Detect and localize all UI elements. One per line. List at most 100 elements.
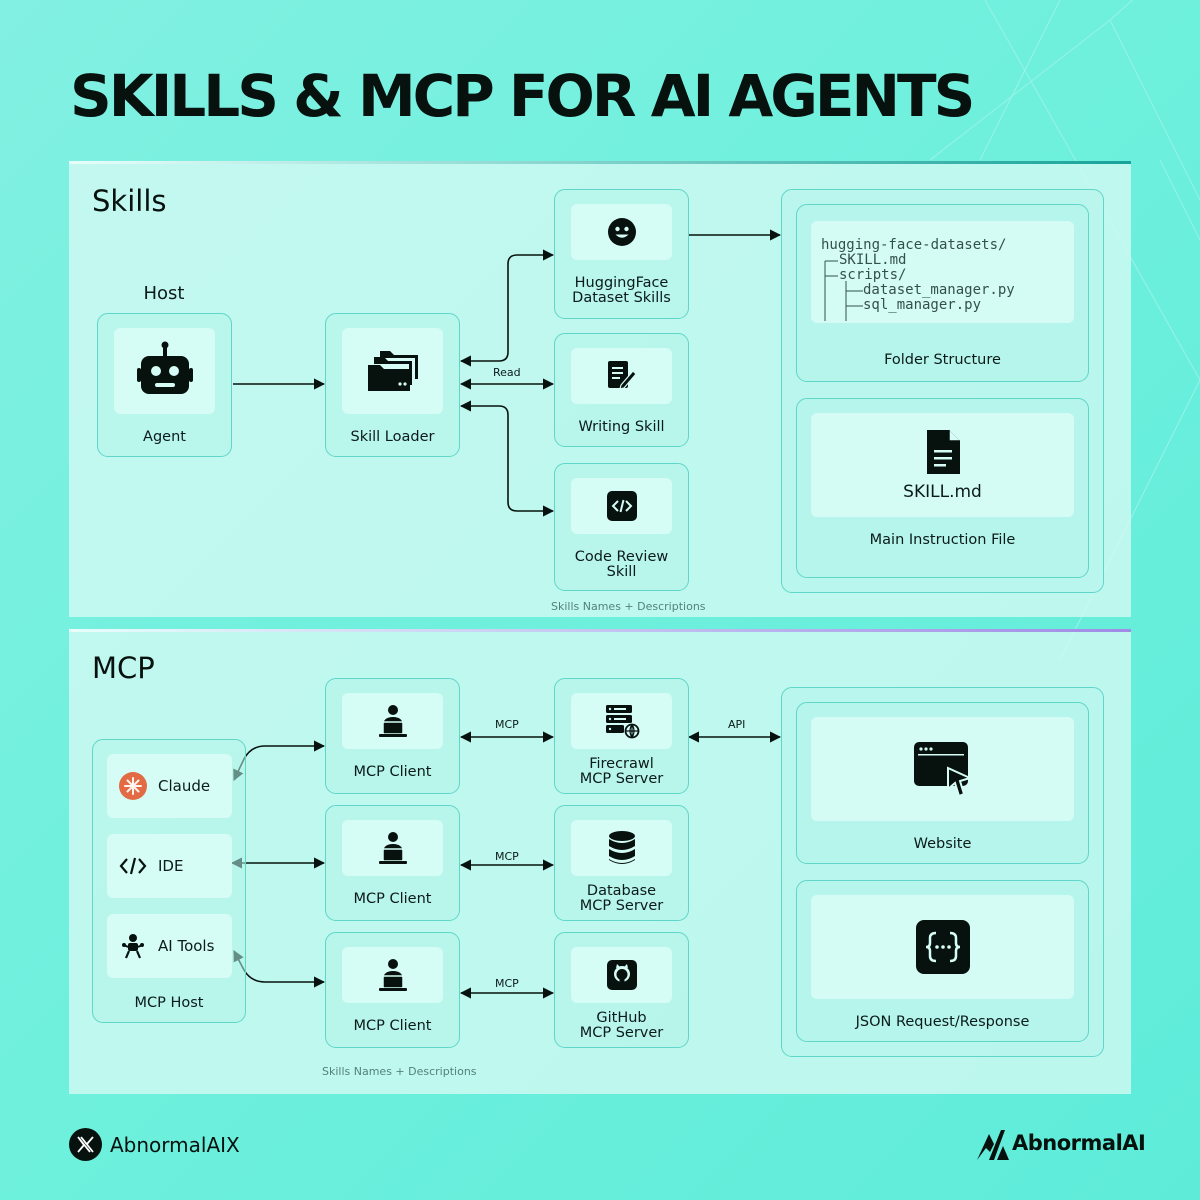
mcp-client-icon-box — [342, 820, 443, 876]
mcp-client-label: MCP Client — [353, 764, 432, 780]
json-icon-box — [811, 895, 1074, 999]
user-laptop-icon — [378, 705, 407, 737]
website-icon-box — [811, 717, 1074, 821]
firecrawl-icon-box — [571, 693, 672, 749]
tree-lines — [824, 260, 863, 321]
x-logo-icon[interactable] — [69, 1128, 102, 1161]
mcp-client-icon-box — [342, 947, 443, 1003]
firecrawl-server-card[interactable]: Firecrawl MCP Server — [554, 678, 689, 794]
mcp-client-label: MCP Client — [353, 1018, 432, 1034]
writing-icon — [607, 361, 637, 390]
mcp-label-2: MCP — [495, 850, 519, 863]
firecrawl-label-line1: Firecrawl — [589, 756, 654, 772]
browser-cursor-icon — [913, 742, 973, 798]
skills-panel: Skills Read Host — [69, 161, 1131, 617]
api-targets-container: Website JSON Request/Response — [781, 687, 1104, 1057]
json-label: JSON Request/Response — [855, 1014, 1030, 1030]
skill-files-container: hugging-face-datasets/ SKILL.md scripts/… — [781, 189, 1104, 593]
folder-structure-card[interactable]: hugging-face-datasets/ SKILL.md scripts/… — [796, 204, 1089, 382]
tree-line-root: hugging-face-datasets/ — [821, 237, 1007, 253]
database-icon — [608, 831, 635, 864]
github-icon — [606, 960, 637, 990]
huggingface-skill-card[interactable]: HuggingFace Dataset Skills — [554, 189, 689, 319]
database-label-line1: Database — [586, 883, 657, 899]
abnormalai-logo-icon — [975, 1126, 1011, 1162]
main-instruction-label: Main Instruction File — [869, 532, 1016, 548]
github-label-line1: GitHub — [596, 1010, 647, 1026]
mcp-client-card[interactable]: MCP Client — [325, 678, 460, 794]
huggingface-label-line1: HuggingFace — [574, 275, 669, 291]
robot-icon — [136, 341, 193, 394]
host-item-claude[interactable]: Claude — [107, 754, 232, 818]
host-item-ide[interactable]: IDE — [107, 834, 232, 898]
folders-icon — [367, 351, 418, 391]
folder-tree: hugging-face-datasets/ SKILL.md scripts/… — [811, 221, 1074, 323]
host-item-aitools[interactable]: AI Tools — [107, 914, 232, 978]
folder-structure-label: Folder Structure — [884, 352, 1001, 368]
page-title: SKILLS & MCP FOR AI AGENTS — [70, 62, 975, 130]
skill-loader-label: Skill Loader — [350, 429, 435, 445]
claude-client-arrow — [233, 740, 326, 782]
main-instruction-card[interactable]: SKILL.md Main Instruction File — [796, 398, 1089, 578]
mcp-host-card: Claude IDE — [92, 739, 246, 1023]
smiley-icon — [607, 218, 636, 246]
code-review-skill-card[interactable]: Code Review Skill — [554, 463, 689, 591]
skills-footnote: Skills Names + Descriptions — [551, 600, 706, 613]
mcp-label-3: MCP — [495, 977, 519, 990]
database-label-line2: MCP Server — [579, 898, 664, 914]
mcp-section-title: MCP — [92, 651, 155, 685]
host-item-aitools-label: AI Tools — [158, 937, 215, 955]
skills-connectors — [233, 229, 782, 517]
mcp-host-label: MCP Host — [134, 995, 204, 1011]
mcp-footnote: Skills Names + Descriptions — [322, 1065, 477, 1078]
website-label: Website — [913, 836, 972, 852]
user-laptop-icon — [378, 832, 407, 864]
json-card[interactable]: JSON Request/Response — [796, 880, 1089, 1042]
code-review-label-line2: Skill — [606, 564, 637, 580]
agent-icon-box — [114, 328, 215, 414]
skill-loader-icon-box — [342, 328, 443, 414]
host-label: Host — [143, 283, 185, 304]
agent-label: Agent — [143, 429, 186, 445]
document-icon — [926, 430, 960, 474]
database-icon-box — [571, 820, 672, 876]
skill-loader-card[interactable]: Skill Loader — [325, 313, 460, 457]
host-item-claude-label: Claude — [158, 777, 211, 795]
skill-md-box: SKILL.md — [811, 413, 1074, 517]
mcp-client-label: MCP Client — [353, 891, 432, 907]
loader-codereview-arrow — [459, 400, 555, 517]
github-icon-box — [571, 947, 672, 1003]
code-icon — [606, 491, 637, 521]
tree-line-sql-manager: sql_manager.py — [863, 297, 982, 313]
website-card[interactable]: Website — [796, 702, 1089, 864]
code-review-icon-box — [571, 478, 672, 534]
skills-section-title: Skills — [92, 184, 167, 218]
huggingface-icon-box — [571, 204, 672, 260]
footer-brand: AbnormalAI — [1012, 1131, 1146, 1155]
mcp-panel: MCP MCP MCP MCP API — [69, 629, 1131, 1094]
github-server-card[interactable]: GitHub MCP Server — [554, 932, 689, 1048]
mcp-label-1: MCP — [495, 718, 519, 731]
server-globe-icon — [605, 705, 639, 739]
user-laptop-icon — [378, 959, 407, 991]
writing-skill-card[interactable]: Writing Skill — [554, 333, 689, 447]
huggingface-label-line2: Dataset Skills — [572, 290, 671, 306]
api-label: API — [728, 718, 746, 731]
mcp-client-card[interactable]: MCP Client — [325, 932, 460, 1048]
database-server-card[interactable]: Database MCP Server — [554, 805, 689, 921]
skill-md-filename: SKILL.md — [903, 482, 982, 502]
aitools-client-arrow — [233, 950, 326, 988]
read-label: Read — [493, 366, 521, 379]
tree-line-dataset-manager: dataset_manager.py — [863, 282, 1015, 298]
code-brackets-icon — [118, 851, 148, 881]
github-label-line2: MCP Server — [579, 1025, 664, 1041]
host-item-ide-label: IDE — [158, 857, 184, 875]
code-review-label-line1: Code Review — [574, 549, 669, 565]
agent-card[interactable]: Agent — [97, 313, 232, 457]
footer-handle[interactable]: AbnormalAIX — [110, 1133, 240, 1157]
mcp-client-card[interactable]: MCP Client — [325, 805, 460, 921]
tree-line-skill-md: SKILL.md — [839, 252, 907, 268]
loader-huggingface-arrow — [459, 249, 555, 367]
claude-icon — [118, 771, 148, 801]
writing-icon-box — [571, 348, 672, 404]
